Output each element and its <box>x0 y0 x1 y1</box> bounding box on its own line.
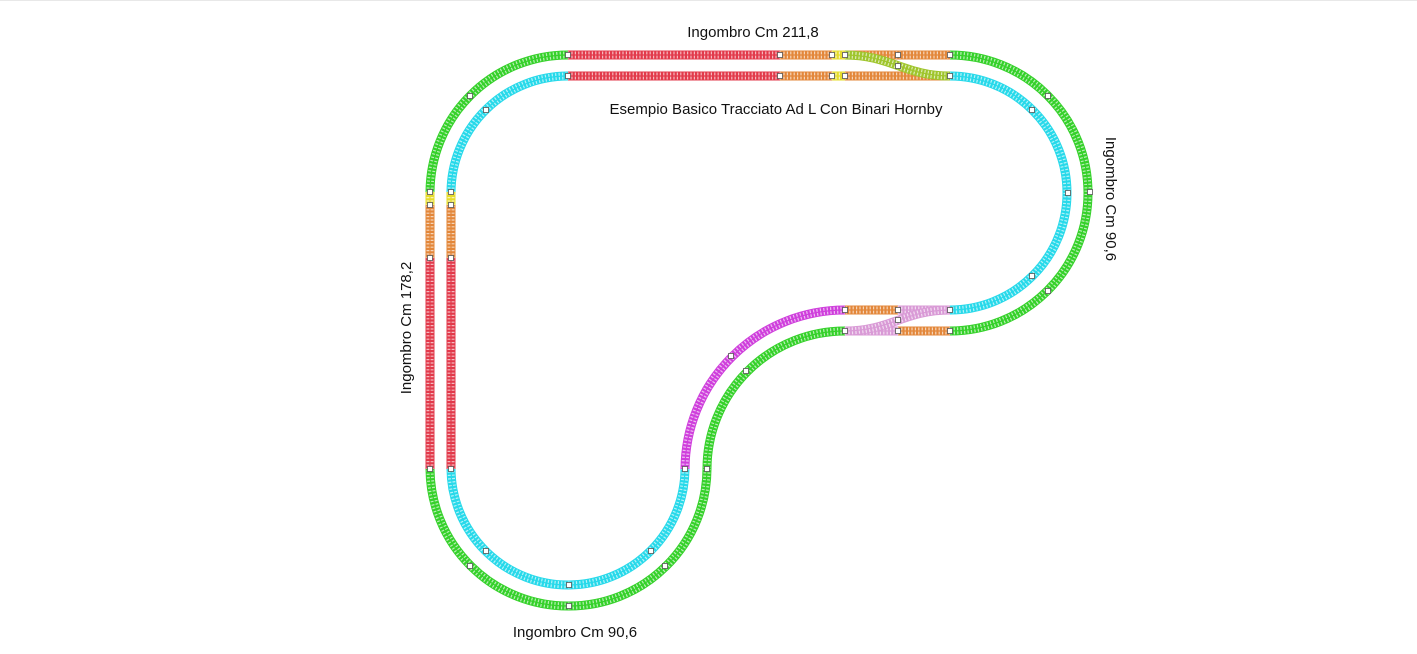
outer-curve-s-upper <box>702 326 846 470</box>
joint-marker <box>648 548 654 554</box>
inner-curve-right <box>949 71 1072 315</box>
dimension-top-label: Ingombro Cm 211,8 <box>687 24 818 41</box>
joint-marker <box>448 189 454 195</box>
dimension-bottom-label: Ingombro Cm 90,6 <box>513 624 637 641</box>
joint-marker <box>467 93 473 99</box>
joint-marker <box>682 466 688 472</box>
joint-marker <box>842 307 848 313</box>
joint-marker <box>448 466 454 472</box>
joint-marker <box>895 63 901 69</box>
turnout-tracks <box>844 50 951 336</box>
joint-marker <box>947 73 953 79</box>
joint-marker <box>777 73 783 79</box>
joint-marker <box>448 255 454 261</box>
joint-marker <box>427 189 433 195</box>
joint-marker <box>829 52 835 58</box>
joint-marker <box>483 548 489 554</box>
track-ties <box>949 72 1071 314</box>
joint-marker <box>947 52 953 58</box>
dimension-right-label: Ingombro Cm 90,6 <box>1102 137 1119 261</box>
track-joints <box>427 52 1093 609</box>
joint-marker <box>704 466 710 472</box>
joint-marker <box>842 328 848 334</box>
joint-marker <box>662 563 668 569</box>
joint-marker <box>566 582 572 588</box>
joint-marker <box>427 466 433 472</box>
joint-marker <box>1029 107 1035 113</box>
dimension-left-label: Ingombro Cm 178,2 <box>398 262 415 395</box>
joint-marker <box>842 73 848 79</box>
joint-marker <box>448 202 454 208</box>
joint-marker <box>895 317 901 323</box>
joint-marker <box>895 328 901 334</box>
diagram-title: Esempio Basico Tracciato Ad L Con Binari… <box>610 101 943 118</box>
joint-marker <box>483 107 489 113</box>
track-centerline <box>949 75 1068 311</box>
joint-marker <box>842 52 848 58</box>
joint-marker <box>427 255 433 261</box>
joint-marker <box>1087 189 1093 195</box>
joint-marker <box>947 307 953 313</box>
joint-marker <box>427 202 433 208</box>
joint-marker <box>1029 273 1035 279</box>
joint-marker <box>743 368 749 374</box>
joint-marker <box>728 353 734 359</box>
joint-marker <box>566 603 572 609</box>
joint-marker <box>467 563 473 569</box>
joint-marker <box>565 52 571 58</box>
joint-marker <box>829 73 835 79</box>
joint-marker <box>947 328 953 334</box>
joint-marker <box>1045 288 1051 294</box>
joint-marker <box>777 52 783 58</box>
joint-marker <box>565 73 571 79</box>
track-bed <box>949 71 1072 315</box>
joint-marker <box>1045 93 1051 99</box>
joint-marker <box>895 52 901 58</box>
joint-marker <box>895 307 901 313</box>
joint-marker <box>1065 190 1071 196</box>
top-divider <box>0 0 1417 1</box>
